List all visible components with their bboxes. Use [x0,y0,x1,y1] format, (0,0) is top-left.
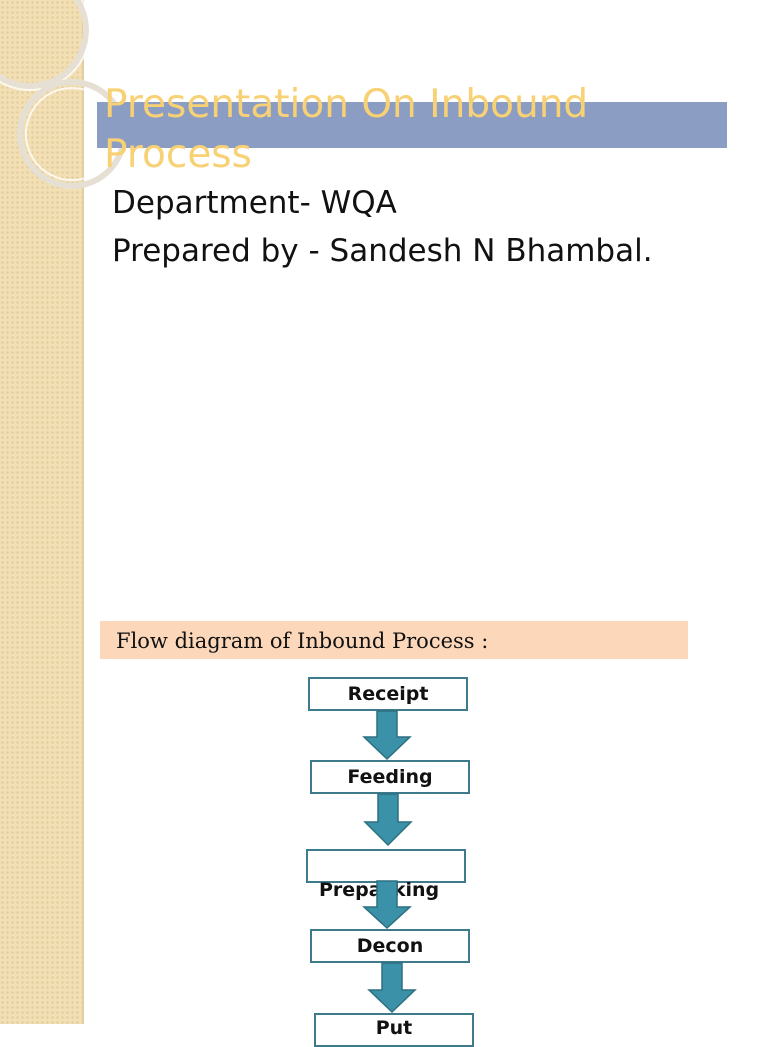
side-strip-decoration [0,0,84,1024]
down-arrow-icon [362,880,412,930]
down-arrow-icon [362,710,412,761]
flow-step-put-label: Put [375,1017,413,1039]
flow-heading: Flow diagram of Inbound Process : [100,621,688,659]
down-arrow-icon [363,793,413,847]
title-band [97,102,727,148]
prepared-by-text: Prepared by - Sandesh N Bhambal. [112,233,653,269]
subtitle-block: Department- WQA Prepared by - Sandesh N … [112,184,672,270]
flow-step-put: Put [314,1013,474,1047]
department-text: Department- WQA [112,185,397,221]
flow-step-prepacking-box [306,849,466,883]
down-arrow-icon [367,962,417,1014]
flow-step-receipt: Receipt [308,677,468,711]
flow-step-feeding: Feeding [310,760,470,794]
slide-title: Presentation On Inbound Process [104,82,589,177]
flow-step-decon: Decon [310,929,470,963]
